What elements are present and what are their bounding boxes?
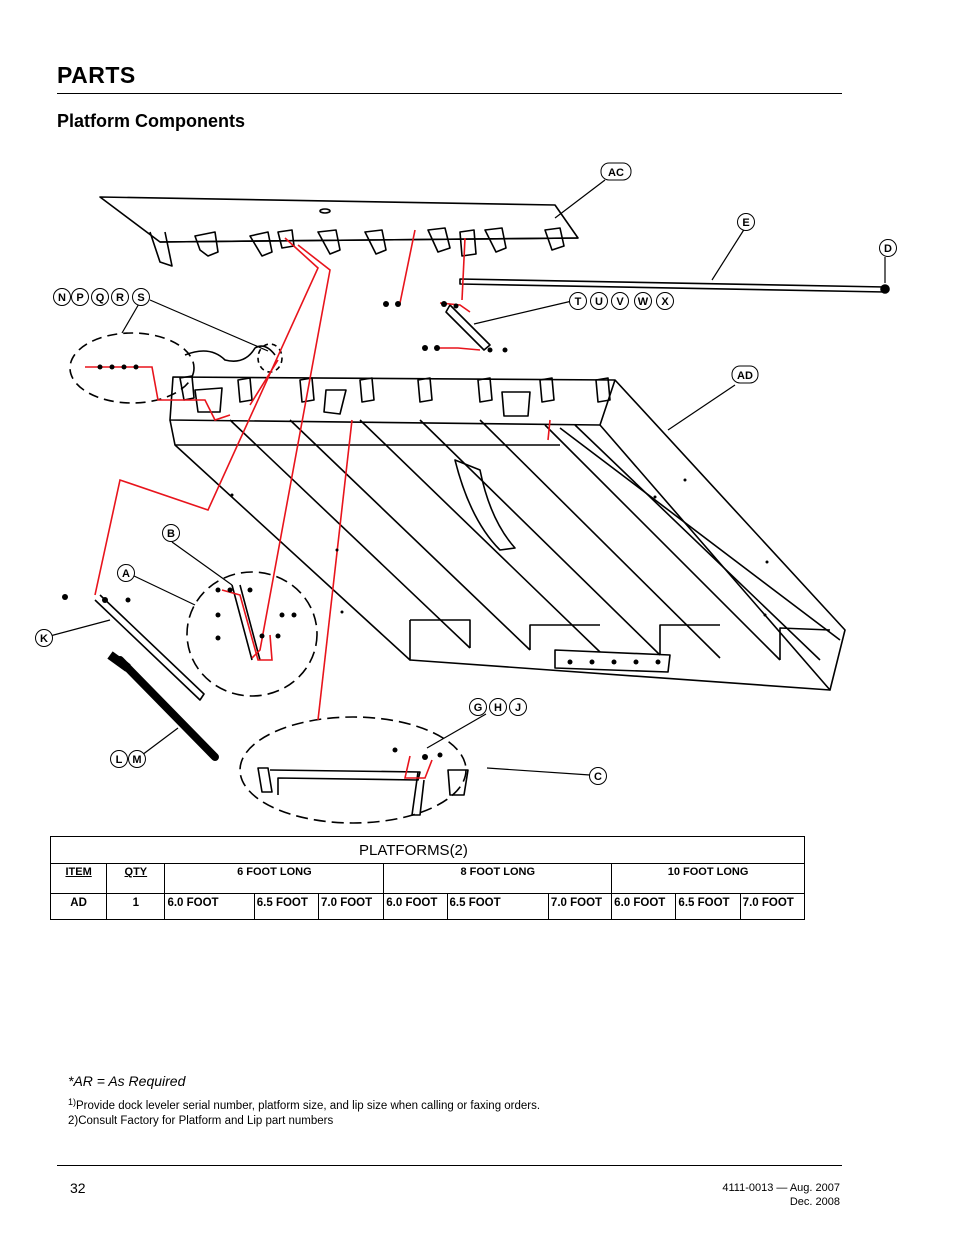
page-heading: PARTS <box>57 62 136 88</box>
cell-item: AD <box>49 893 108 920</box>
callout-v: V <box>616 296 624 308</box>
section-title: Platform Components <box>57 111 246 131</box>
table-row: AD 1 6.0 FOOT 6.5 FOOT 7.0 FOOT 6.0 FOOT… <box>49 893 806 920</box>
header-qty: QTY <box>106 863 166 894</box>
footnote-2: 2)Consult Factory for Platform and Lip p… <box>68 1115 334 1127</box>
header-8-foot-long: 8 FOOT LONG <box>383 863 613 894</box>
header-rule <box>57 93 842 94</box>
as-required-note: *AR = As Required <box>68 1073 186 1089</box>
cell-size: 6.5 FOOT <box>446 893 549 920</box>
callout-j: J <box>515 702 521 714</box>
cell-size: 7.0 FOOT <box>547 893 613 920</box>
callout-u: U <box>595 296 603 308</box>
cell-size: 6.0 FOOT <box>164 893 255 920</box>
callout-e: E <box>742 217 749 229</box>
footnote-1: 1)Provide dock leveler serial number, pl… <box>68 1097 540 1112</box>
callout-a: A <box>122 568 130 580</box>
callout-l: L <box>116 754 123 766</box>
cell-size: 6.5 FOOT <box>253 893 320 920</box>
cell-size: 7.0 FOOT <box>318 893 385 920</box>
callout-h: H <box>494 702 502 714</box>
revision-date: Dec. 2008 <box>789 1196 840 1208</box>
cell-size: 7.0 FOOT <box>739 893 806 920</box>
platform-exploded-diagram: AC E D AD N P Q R S T U V W X B A K L M … <box>35 162 897 824</box>
header-10-foot-long: 10 FOOT LONG <box>611 863 805 894</box>
callout-r: R <box>116 292 124 304</box>
callout-p: P <box>76 292 83 304</box>
footnote-1-text: Provide dock leveler serial number, plat… <box>76 1100 541 1112</box>
callout-m: M <box>132 754 141 766</box>
callout-x: X <box>661 296 669 308</box>
table-caption: PLATFORMS(2) <box>50 836 805 864</box>
callout-c: C <box>594 771 602 783</box>
table-header-row: ITEM QTY 6 FOOT LONG 8 FOOT LONG 10 FOOT… <box>49 863 805 894</box>
cell-qty: 1 <box>106 893 166 920</box>
document-number: 4111-0013 — Aug. 2007 Dec. 2008 <box>722 1181 840 1209</box>
page-number: 32 <box>70 1180 86 1196</box>
callout-b: B <box>167 528 175 540</box>
cell-size: 6.0 FOOT <box>611 893 677 920</box>
cell-size: 6.5 FOOT <box>675 893 741 920</box>
callout-g: G <box>474 702 483 714</box>
table-caption-row: PLATFORMS(2) <box>50 836 805 864</box>
callout-ac: AC <box>608 167 624 179</box>
callout-d: D <box>884 243 892 255</box>
callout-q: Q <box>96 292 105 304</box>
footnote-1-marker: 1) <box>68 1097 77 1107</box>
header-6-foot-long: 6 FOOT LONG <box>164 863 385 894</box>
callout-n: N <box>58 292 66 304</box>
callout-t: T <box>575 296 582 308</box>
callout-ad: AD <box>737 370 753 382</box>
cell-size: 6.0 FOOT <box>383 893 448 920</box>
callout-k: K <box>40 633 48 645</box>
header-item: ITEM <box>49 863 108 894</box>
footer-rule <box>57 1165 842 1166</box>
platforms-parts-table: PLATFORMS(2) ITEM QTY 6 FOOT LONG 8 FOOT… <box>49 836 806 920</box>
callout-w: W <box>638 296 649 308</box>
callout-s: S <box>137 292 144 304</box>
doc-number-line: 4111-0013 — Aug. 2007 <box>722 1182 840 1194</box>
